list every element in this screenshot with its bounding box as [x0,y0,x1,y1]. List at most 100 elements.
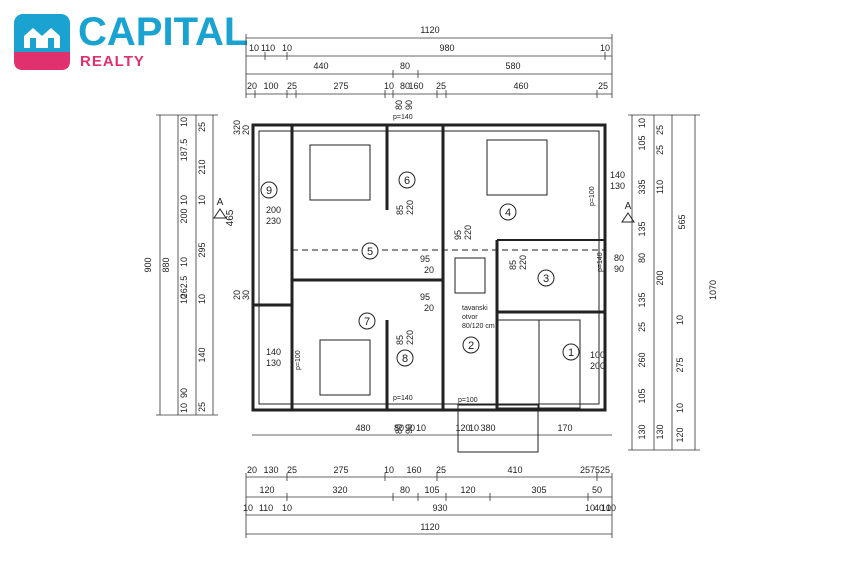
dim-left-a: 10 [179,403,189,413]
dim-top-r2: 10 [600,43,610,53]
dim-bot-r1: 25 [436,465,446,475]
dim-bot-r1: 25 [287,465,297,475]
door-4: 95 [453,230,463,240]
dim-bot-overall: 1120 [420,522,439,532]
dim-bot-inner: 10 [469,423,479,433]
door-3: 85 [508,260,518,270]
section-value: 465 [225,209,236,226]
dim-bot-r1: 10 [384,465,394,475]
win-7: 140 [266,347,281,357]
section-a-left: A [217,197,224,208]
small-top-left: 320 [232,120,242,135]
dim-right-b: 110 [655,180,665,194]
dim-right-mid: 565 [677,214,687,229]
dim-top-r3: 80 [400,61,410,71]
dim-bot-r2: 120 [259,485,274,495]
dim-left-b: 10 [197,195,207,205]
door-5b: 95 [420,292,430,302]
top-w: 80 [394,100,404,110]
dim-left-a: 10 [179,195,189,205]
room-6: 6 [404,175,410,187]
dim-bot-inner: 10 [416,423,426,433]
door-6: 220 [405,200,415,215]
dim-right-b: 25 [655,145,665,155]
dim-right-b: 25 [655,125,665,135]
p-3: p=140 [597,252,604,272]
p-bot: p=140 [393,395,413,402]
dim-bot-inner: 480 [355,423,370,433]
dim-right-a: 105 [637,388,647,403]
room-2: 2 [468,340,474,352]
win-1: 100 [590,350,605,360]
dim-bot-r3: 10 [282,503,292,513]
dim-bot-r1: 410 [507,465,522,475]
dim-bot-r1: 130 [263,465,278,475]
dim-bot-r1: 25 [580,465,590,475]
dim-right-c: 130 [655,424,665,439]
hatch-sub: otvor [462,314,478,321]
room-5: 5 [367,246,373,258]
dim-right-b: 10 [675,315,685,325]
house-badge-icon [14,14,70,70]
room-7: 7 [364,316,370,328]
dim-right-a: 80 [637,253,647,263]
door-3: 220 [518,255,528,270]
room-3: 3 [543,273,549,285]
room-4: 4 [505,207,511,219]
win-1: 200 [590,361,605,371]
dim-left-b: 10 [197,294,207,304]
dim-bot-inner: 380 [480,423,495,433]
dim-left-b: 295 [197,242,207,257]
dim-bot-r3: 10 [606,503,616,513]
dim-right-a: 10 [637,118,647,128]
dim-top-r4: 25 [598,81,608,91]
dim-right-a: 130 [637,424,647,439]
dim-left-b: 25 [197,402,207,412]
p-7: p=100 [295,350,302,370]
dim-left-a: 10 [179,294,189,304]
dim-bot-r1: 20 [247,465,257,475]
dim-bot-r1: 160 [406,465,421,475]
p-right: p=100 [589,186,596,206]
dim-top-r3: 580 [505,61,520,71]
door-6: 85 [395,205,405,215]
dim-bot-r2: 305 [531,485,546,495]
dim-bot-r3: 10 [601,503,611,513]
dim-right-a: 105 [637,135,647,150]
dim-bot-r3: 110 [259,503,273,513]
dim-right-b: 200 [655,270,665,285]
dim-top-r4: 80 [400,81,410,91]
dim-left-b: 25 [197,122,207,132]
dim-left-a: 90 [179,388,189,398]
dim-left-a: 10 [179,257,189,267]
dim-top-r4: 25 [287,81,297,91]
section-a-right: A [625,201,632,212]
door-5b: 20 [424,303,434,313]
room-8: 8 [402,353,408,365]
dim-right-a: 135 [637,221,647,236]
win-9: 200 [266,205,281,215]
dim-left-mid: 880 [161,257,171,272]
dim-bot-r2: 80 [400,485,410,495]
dim-top-r4: 160 [408,81,423,91]
dim-right-outer: 1070 [708,280,718,300]
dim-right-a: 260 [637,352,647,367]
dim-top-r4: 10 [384,81,394,91]
door-8: 220 [405,330,415,345]
win-4: 140 [610,170,625,180]
dim-left-a: 10 [179,117,189,127]
dim-bot-r2: 120 [460,485,475,495]
small-left: 20 [232,290,242,300]
dim-top-r3: 440 [313,61,328,71]
dim-bot-inner: 170 [557,423,572,433]
dim-bot-r1: 25 [600,465,610,475]
dim-left-outer: 900 [143,257,153,272]
hatch-title: tavanski [462,305,488,312]
dim-bot-r2: 105 [424,485,439,495]
door-4: 220 [463,225,473,240]
door-5a: 95 [420,254,430,264]
dim-top-r4: 275 [333,81,348,91]
room-9: 9 [266,185,272,197]
dim-left-b: 210 [197,159,207,174]
